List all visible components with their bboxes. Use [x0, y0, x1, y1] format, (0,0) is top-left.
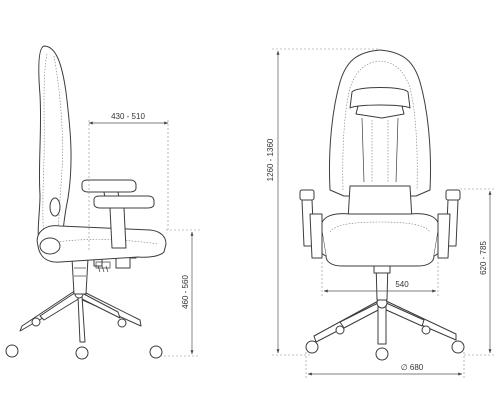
- label-total-height: 1260 - 1360: [266, 138, 275, 181]
- front-view-chair: [299, 49, 465, 361]
- front-gas-lift: [373, 261, 391, 301]
- front-wheels: [305, 325, 465, 361]
- front-backrest: [328, 49, 432, 197]
- label-seat-width: 540: [395, 280, 409, 289]
- side-wheels: [5, 317, 163, 360]
- side-armrest: [81, 179, 155, 249]
- label-armrest-height: 620 - 785: [479, 241, 488, 275]
- dimension-base-diameter: ∅ 680: [305, 352, 465, 380]
- side-base: [19, 289, 142, 343]
- side-backrest: [37, 45, 72, 253]
- dimension-seat-depth: 430 - 510: [88, 112, 169, 250]
- front-pillows: [347, 87, 413, 221]
- dimension-seat-height: 460 - 560: [160, 229, 200, 357]
- dimension-total-height: 1260 - 1360: [266, 48, 378, 356]
- front-seat: [317, 213, 443, 267]
- dimension-armrest-height: 620 - 785: [460, 188, 496, 356]
- front-armrests: [299, 189, 461, 259]
- front-base: [313, 297, 457, 345]
- side-seat: [36, 225, 167, 263]
- side-gas-lift: [71, 257, 89, 295]
- label-seat-depth: 430 - 510: [111, 112, 145, 121]
- label-seat-height: 460 - 560: [181, 275, 190, 309]
- side-view-chair: [5, 45, 167, 360]
- dimension-seat-width: 540: [321, 262, 439, 296]
- label-base-diameter: ∅ 680: [401, 363, 424, 372]
